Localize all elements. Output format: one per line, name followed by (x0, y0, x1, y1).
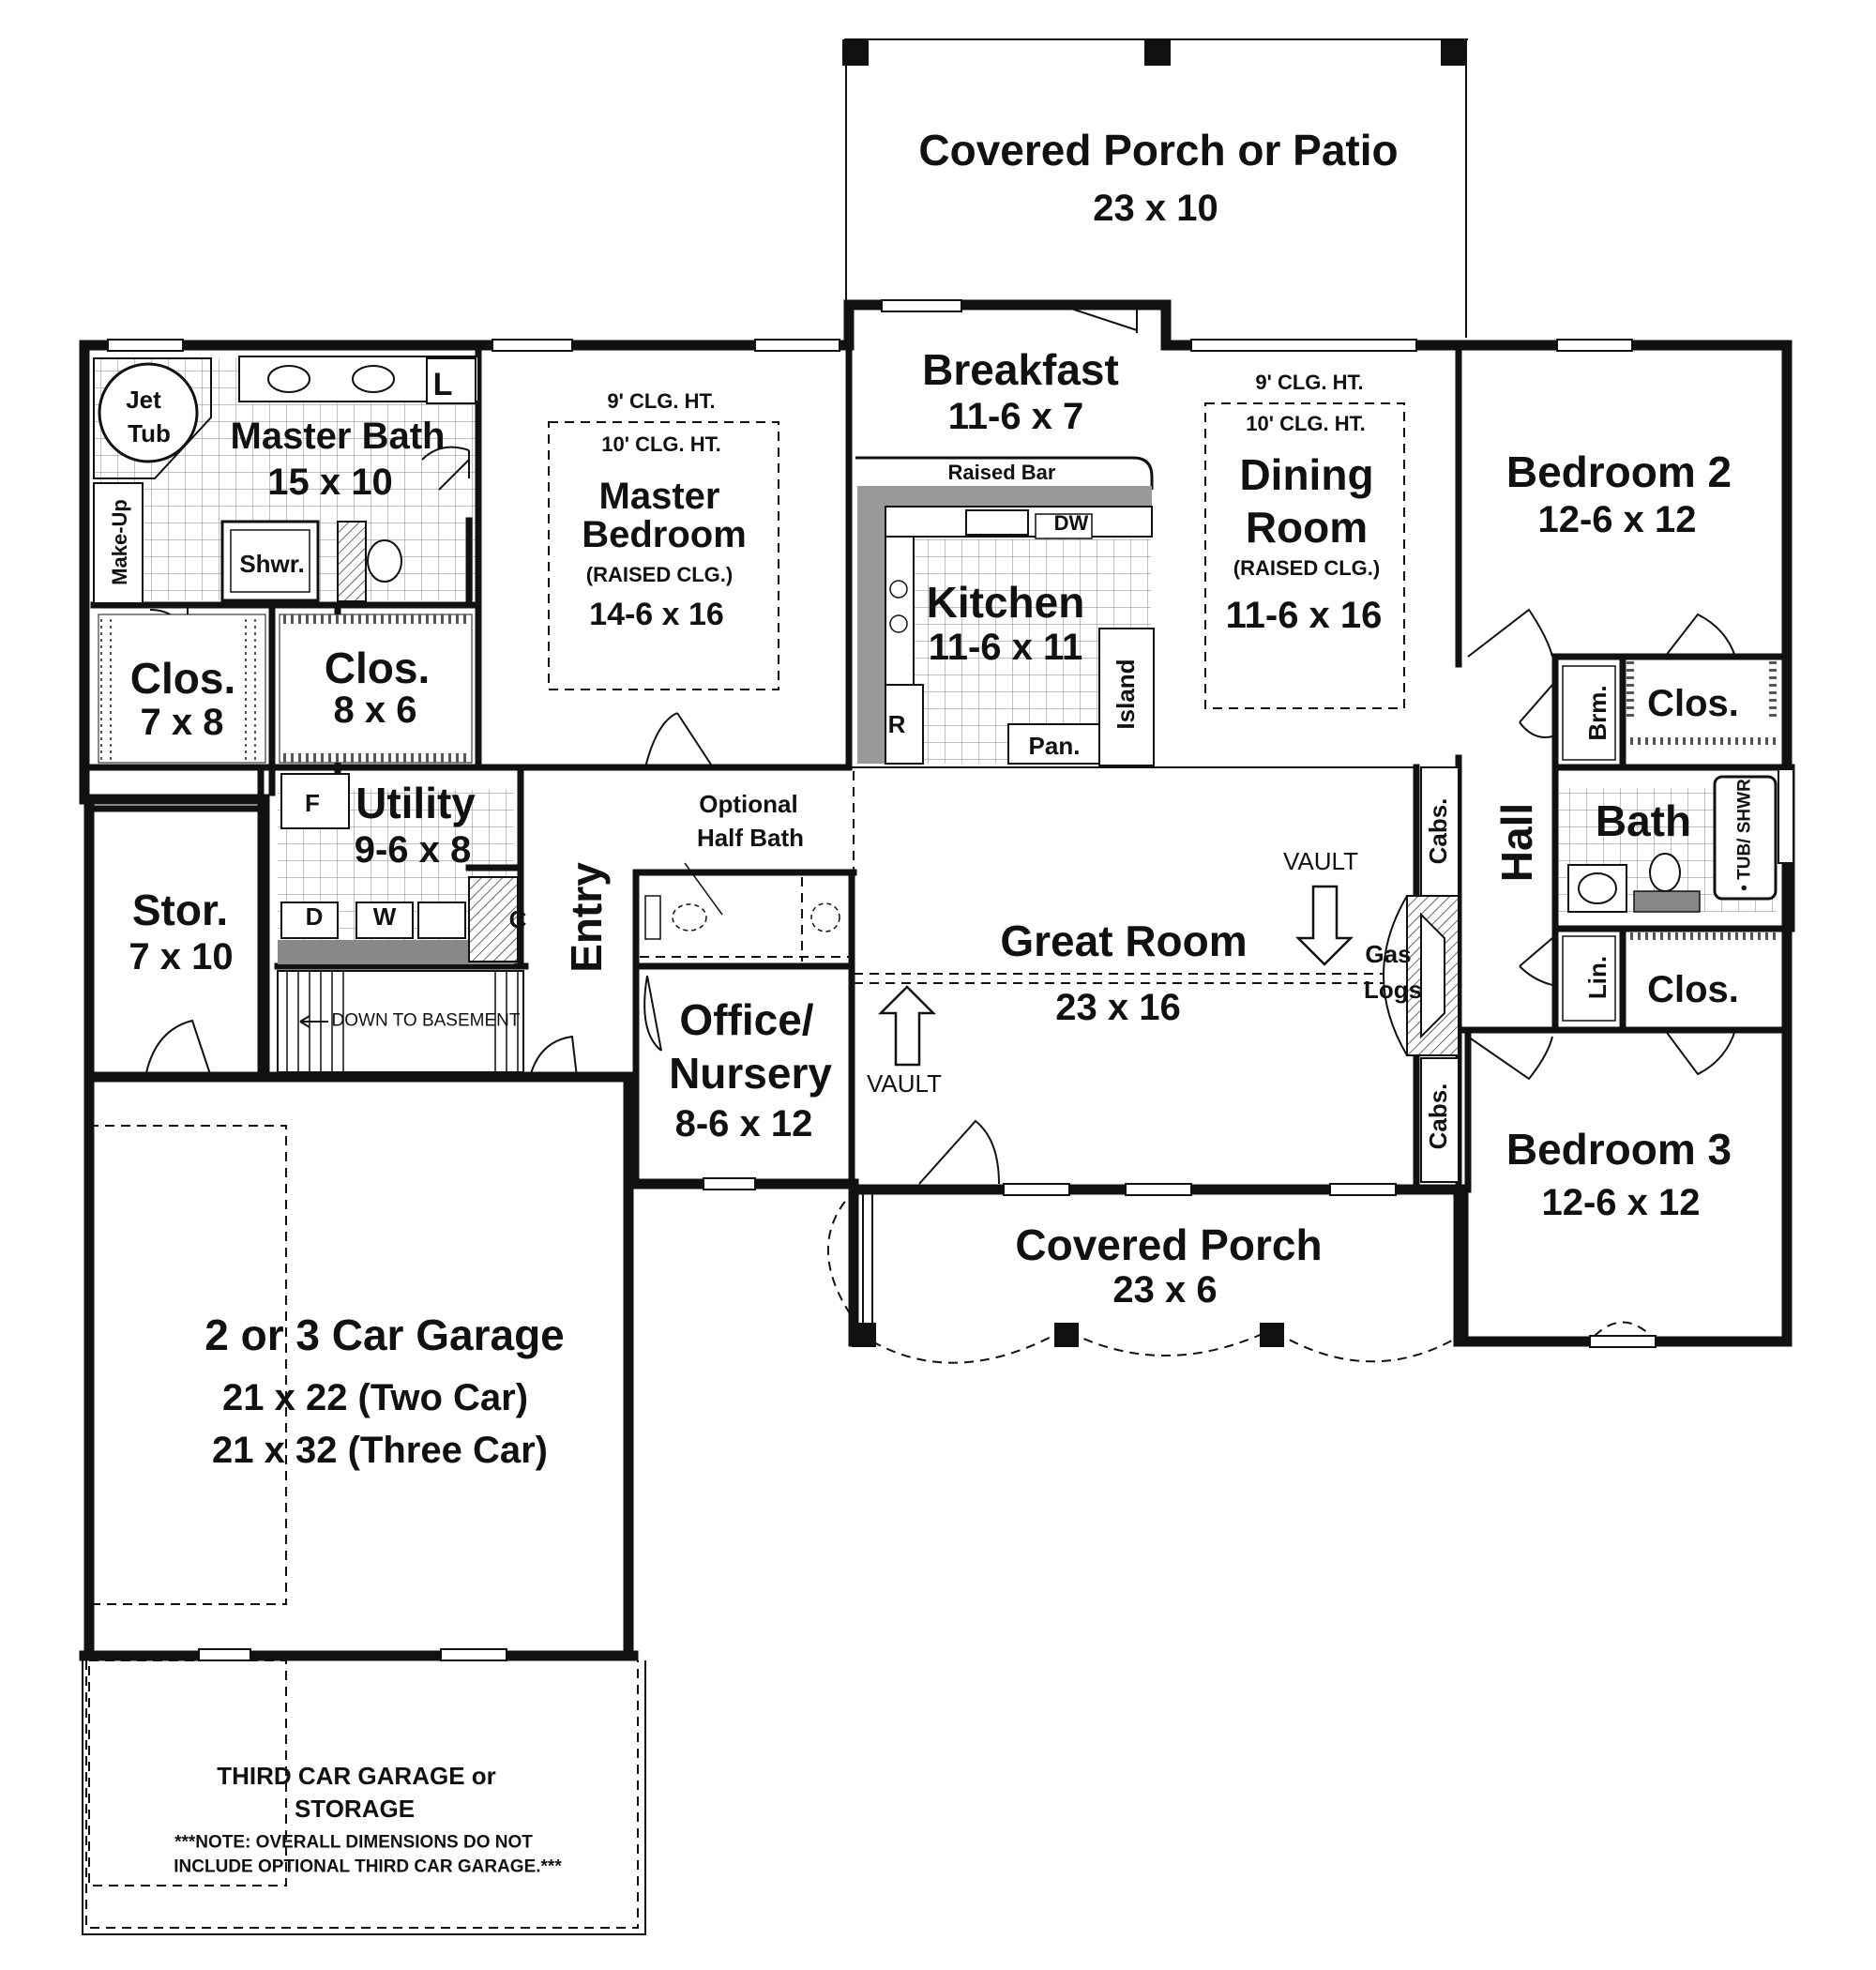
bedroom-2-title: Bedroom 2 (1505, 447, 1732, 496)
third-car-title-1: THIRD CAR GARAGE or (217, 1762, 496, 1790)
kitchen-size: 11-6 x 11 (928, 627, 1083, 668)
washer-label: W (372, 902, 397, 931)
dryer-label: D (305, 902, 324, 931)
bath-title: Bath (1595, 796, 1692, 845)
breakfast-size: 11-6 x 7 (947, 396, 1084, 437)
covered-porch-patio-title: Covered Porch or Patio (918, 126, 1399, 174)
kitchen-title: Kitchen (926, 578, 1085, 627)
kitchen-fixtures (855, 456, 1155, 766)
raised-ceiling-outlines (548, 402, 1405, 709)
breakfast-title: Breakfast (922, 345, 1119, 394)
third-car-note-1: ***NOTE: OVERALL DIMENSIONS DO NOT (174, 1832, 533, 1853)
logs-label: Logs (1363, 976, 1423, 1004)
garage-title: 2 or 3 Car Garage (204, 1311, 565, 1359)
closet-8x6-title: Clos. (324, 644, 431, 692)
master-bath-fixtures (93, 356, 479, 604)
garage-size-three-car: 21 x 32 (Three Car) (212, 1430, 548, 1471)
island-label: Island (1112, 659, 1140, 730)
dining-room-title-2: Room (1245, 503, 1369, 552)
jet-tub-label-1: Jet (126, 386, 161, 414)
bedroom-3-size: 12-6 x 12 (1541, 1182, 1701, 1223)
garage-size-two-car: 21 x 22 (Two Car) (221, 1377, 529, 1418)
closet-7x8-title: Clos. (129, 654, 236, 703)
garage-outlines (82, 1125, 646, 1935)
entry-label: Entry (562, 862, 611, 973)
great-room-size: 23 x 16 (1055, 987, 1181, 1028)
broom-closet-label: Brm. (1583, 685, 1611, 741)
stairs (277, 970, 524, 1073)
third-car-note-2: INCLUDE OPTIONAL THIRD CAR GARAGE.*** (174, 1856, 562, 1877)
master-ceiling-inner: 10' CLG. HT. (601, 432, 721, 456)
linen-l-label: L (432, 367, 453, 402)
dining-ceiling-inner: 10' CLG. HT. (1246, 412, 1366, 435)
dining-room-size: 11-6 x 16 (1225, 595, 1383, 636)
office-size: 8-6 x 12 (674, 1103, 813, 1144)
shower-label: Shwr. (239, 550, 305, 578)
great-room-title: Great Room (1000, 917, 1248, 965)
covered-porch-title: Covered Porch (1015, 1220, 1323, 1269)
half-bath-label-1: Optional (699, 790, 798, 818)
storage-size: 7 x 10 (129, 936, 234, 977)
cabinets-upper-label: Cabs. (1424, 797, 1452, 865)
dining-ceiling-outer: 9' CLG. HT. (1255, 371, 1364, 394)
master-bedroom-size: 14-6 x 16 (589, 597, 724, 632)
covered-porch-size: 23 x 6 (1112, 1269, 1218, 1311)
half-bath-label-2: Half Bath (696, 824, 805, 852)
master-bedroom-title-2: Bedroom (582, 514, 747, 555)
windows (107, 299, 1794, 1661)
master-ceiling-outer: 9' CLG. HT. (607, 389, 716, 413)
closet-hangers (98, 614, 1780, 1022)
make-up-label: Make-Up (108, 499, 131, 585)
vault-left-label: VAULT (867, 1069, 942, 1098)
jet-tub-label-2: Tub (128, 419, 171, 447)
hall-label: Hall (1492, 802, 1541, 883)
storage-title: Stor. (131, 886, 229, 934)
range-label: R (887, 710, 906, 738)
master-bedroom-note: (RAISED CLG.) (585, 563, 734, 586)
covered-porch-patio-size: 23 x 10 (1093, 188, 1218, 229)
cabinets-lower-label: Cabs. (1424, 1083, 1452, 1150)
fireplace (1383, 766, 1460, 1183)
vault-arrows (877, 885, 1354, 1067)
front-porch (827, 1189, 1652, 1364)
dining-room-title-1: Dining (1239, 450, 1374, 499)
doors (144, 304, 1736, 1185)
hall-bath-fixtures (1567, 775, 1778, 913)
half-bath-fixtures (637, 862, 853, 967)
bedroom-2-closet-label: Clos. (1647, 683, 1739, 724)
office-title-1: Office/ (679, 995, 814, 1044)
freezer-label: F (305, 789, 320, 817)
master-bedroom-title-1: Master (598, 476, 720, 517)
raised-bar-label: Raised Bar (947, 461, 1056, 484)
closet-8x6-size: 8 x 6 (333, 690, 417, 731)
vault-right-label: VAULT (1283, 847, 1358, 875)
master-bath-size: 15 x 10 (267, 462, 393, 503)
pantry-label: Pan. (1028, 732, 1081, 760)
third-car-title-2: STORAGE (294, 1795, 416, 1823)
dining-room-note: (RAISED CLG.) (1233, 556, 1381, 580)
dishwasher-label: DW (1053, 511, 1089, 535)
bedroom-3-closet-label: Clos. (1647, 969, 1739, 1010)
bedroom-2-size: 12-6 x 12 (1537, 499, 1697, 540)
linen-closet-label: Lin. (1583, 955, 1611, 1000)
utility-title: Utility (356, 779, 476, 827)
closet-7x8-size: 7 x 8 (140, 702, 224, 743)
utility-size: 9-6 x 8 (354, 829, 472, 871)
bedroom-3-title: Bedroom 3 (1505, 1125, 1732, 1174)
down-to-basement-label: DOWN TO BASEMENT (331, 1010, 521, 1031)
closet-c-label: C (508, 905, 527, 933)
office-title-2: Nursery (669, 1049, 832, 1098)
covered-porch-patio-outline (842, 38, 1468, 338)
utility-fixtures (278, 773, 519, 964)
gas-label: Gas (1365, 940, 1412, 968)
tub-shower-label: • TUB/ SHWR (1734, 779, 1755, 891)
master-bath-title: Master Bath (230, 416, 446, 457)
